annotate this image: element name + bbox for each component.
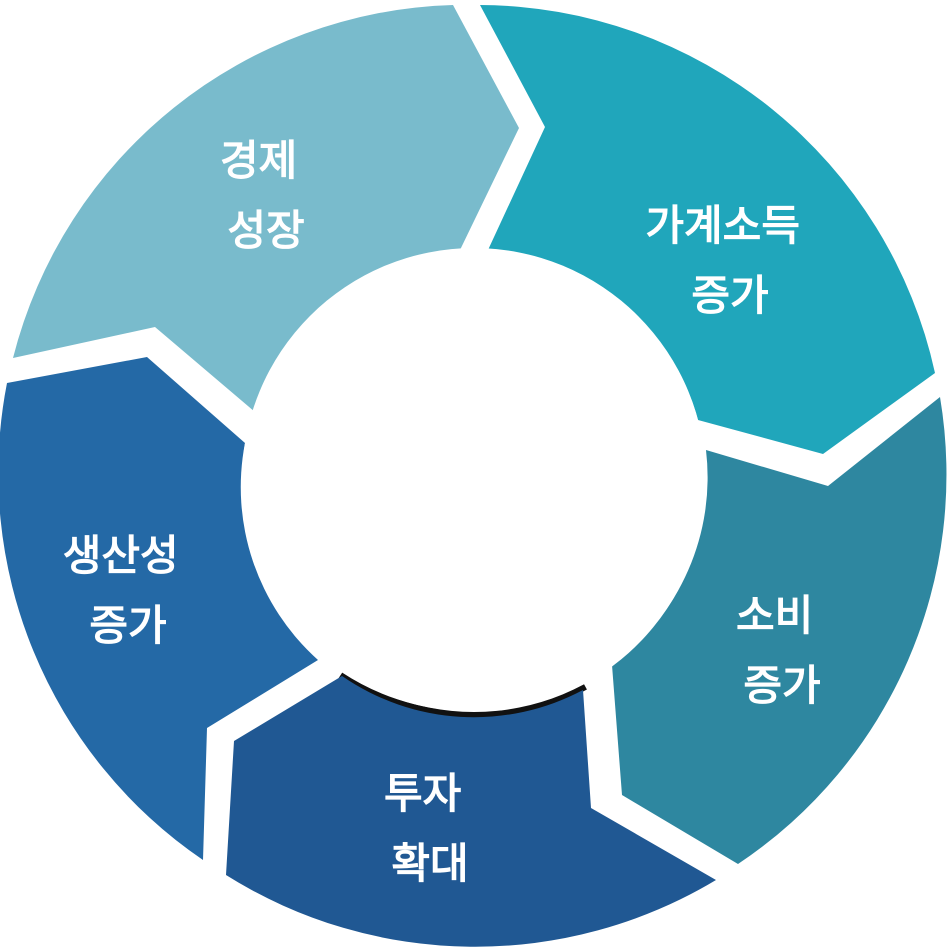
label-economic-growth: 경제 성장 xyxy=(220,136,312,255)
label-household-income: 가계소득 증가 xyxy=(645,201,814,320)
center-circle xyxy=(242,248,706,712)
segment-investment xyxy=(226,676,716,947)
label-productivity-line2: 증가 xyxy=(89,601,166,650)
label-household-income-line2: 증가 xyxy=(691,271,768,320)
label-consumption-line1: 소비 xyxy=(736,591,813,640)
label-investment-line1: 투자 xyxy=(384,769,462,818)
label-productivity: 생산성 증가 xyxy=(63,531,194,650)
label-consumption: 소비 증가 xyxy=(736,591,828,710)
label-economic-growth-line1: 경제 xyxy=(220,136,297,185)
label-investment: 투자 확대 xyxy=(384,769,476,888)
segment-economic-growth xyxy=(13,5,519,412)
label-investment-line2: 확대 xyxy=(391,839,468,888)
label-economic-growth-line2: 성장 xyxy=(227,206,304,255)
segment-consumption xyxy=(612,397,947,864)
segment-productivity xyxy=(0,357,318,860)
label-consumption-line2: 증가 xyxy=(743,661,820,710)
label-productivity-line1: 생산성 xyxy=(63,531,179,580)
segment-household-income xyxy=(480,5,935,454)
label-household-income-line1: 가계소득 xyxy=(645,201,800,250)
